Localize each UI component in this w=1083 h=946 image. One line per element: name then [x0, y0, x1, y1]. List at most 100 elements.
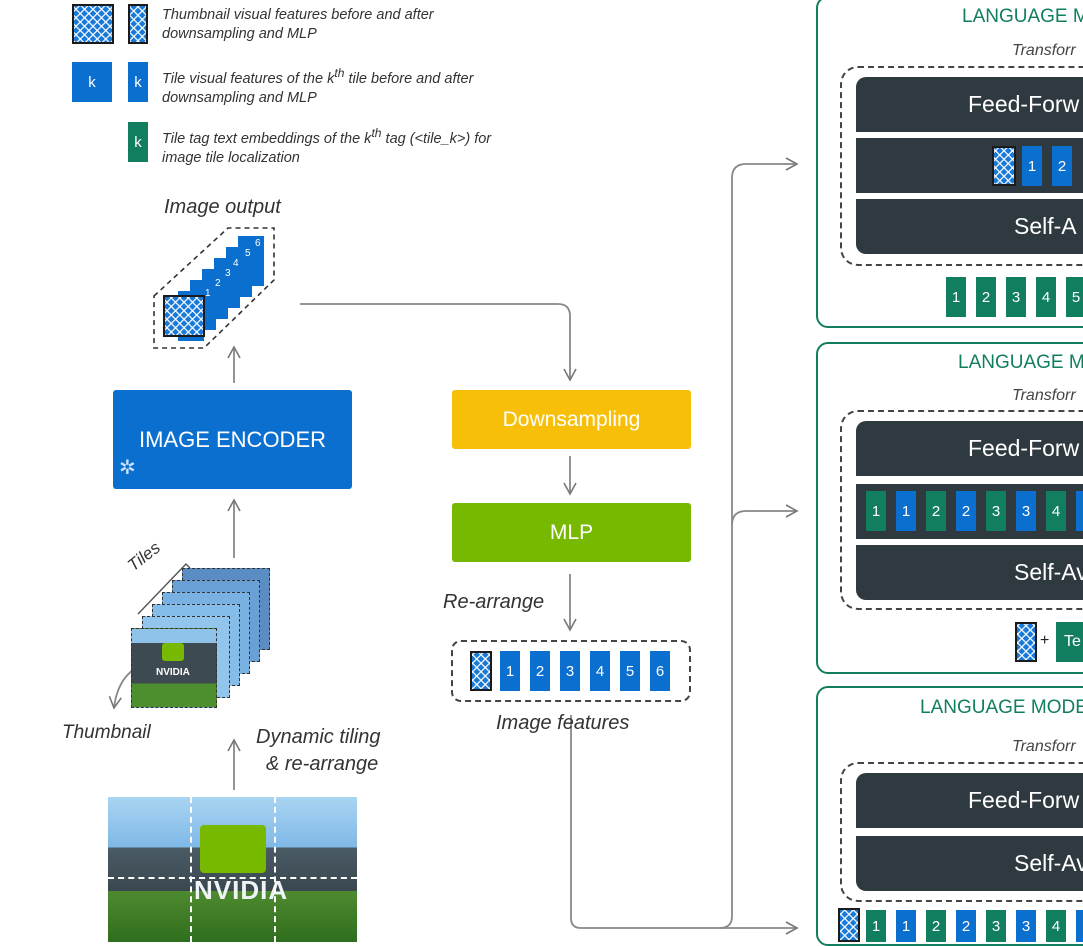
panel-1-bottom-token-4: 4: [1036, 277, 1056, 317]
legend-tile-small-icon: k: [128, 62, 148, 102]
feature-token-4: 4: [590, 651, 610, 691]
panel-1-token-row: [856, 138, 1083, 193]
legend-tile-text: Tile visual features of the kth tile bef…: [162, 66, 474, 106]
thumbnail-tile: NVIDIA: [131, 628, 217, 708]
snowflake-frozen-icon: ✲: [119, 457, 136, 479]
image-output-label: Image output: [164, 196, 281, 218]
legend-tile-large-icon: k: [72, 62, 112, 102]
panel-2-mid-token-6: 3: [1016, 491, 1036, 531]
panel-2-ffn-block: Feed-Forw: [856, 421, 1083, 476]
panel-3-bottom-token-6: 3: [1016, 910, 1036, 942]
panel-1-attn-block: Self-A: [856, 199, 1083, 254]
source-photo: NVIDIA: [108, 797, 357, 942]
panel-2-ffn-label: Feed-Forw: [968, 435, 1080, 461]
legend-thumbnail-small-icon: [128, 4, 148, 44]
panel-3-bottom-token-3: 2: [926, 910, 946, 942]
downsampling-block: Downsampling: [452, 390, 691, 449]
panel-3-bottom-token-7: 4: [1046, 910, 1066, 942]
feature-token-2: 2: [530, 651, 550, 691]
downsampling-label: Downsampling: [502, 407, 641, 431]
panel-2-plus: +: [1040, 632, 1050, 649]
panel-2-mid-token-4: 2: [956, 491, 976, 531]
dynamic-tiling-line2: & re-arrange: [266, 753, 379, 775]
panel-2-thumbnail-token: [1015, 622, 1037, 662]
legend-thumbnail-large-icon: [72, 4, 114, 44]
feature-token-5: 5: [620, 651, 640, 691]
panel-1-bottom-token-2: 2: [976, 277, 996, 317]
panel-2-mid-token-5: 3: [986, 491, 1006, 531]
panel-1-ffn-block: Feed-Forw: [856, 77, 1083, 132]
panel-2-attn-block: Self-Av: [856, 545, 1083, 600]
image-encoder-block: IMAGE ENCODER: [113, 390, 352, 489]
stack-num-4: 4: [233, 258, 239, 269]
stack-num-2: 2: [215, 278, 221, 289]
thumbnail-nvidia-text: NVIDIA: [156, 667, 190, 678]
photo-grid-col-2: [192, 797, 276, 942]
panel-2-mid-token-3: 2: [926, 491, 946, 531]
panel-1-bottom-token-5: 5: [1066, 277, 1083, 317]
panel-2-mid-token-clipped: [1076, 491, 1083, 531]
panel-3-ffn-block: Feed-Forw: [856, 773, 1083, 828]
rearrange-label: Re-arrange: [443, 591, 545, 613]
feature-token-1: 1: [500, 651, 520, 691]
panel-2-mid-token-1: 1: [866, 491, 886, 531]
stack-num-3: 3: [225, 268, 231, 279]
legend-tag-text: Tile tag text embeddings of the kth tag …: [162, 126, 492, 166]
panel-2-mid-token-7: 4: [1046, 491, 1066, 531]
panel-1-ffn-label: Feed-Forw: [968, 91, 1080, 117]
panel-3-transformer-label: Transforr: [1012, 738, 1076, 755]
panel-1-mid-token-2: 2: [1052, 146, 1072, 186]
panel-3-transformer-box: [840, 762, 1083, 902]
mlp-block: MLP: [452, 503, 691, 562]
panel-3-bottom-token-5: 3: [986, 910, 1006, 942]
stack-num-1: 1: [205, 288, 211, 299]
panel-2-transformer-label: Transforr: [1012, 387, 1076, 404]
panel-3-bottom-token-4: 2: [956, 910, 976, 942]
panel-1-attn-label: Self-A: [1014, 213, 1077, 239]
photo-grid-row: [108, 877, 357, 879]
arrow-features-to-panel-2: [731, 504, 799, 526]
features-thumbnail-token: [470, 651, 492, 691]
panel-3-attn-block: Self-Av: [856, 836, 1083, 891]
photo-grid-col-1: [108, 797, 192, 942]
panel-3-attn-label: Self-Av: [1014, 850, 1083, 876]
image-features-label: Image features: [496, 712, 630, 734]
photo-nvidia-text: NVIDIA: [194, 875, 289, 905]
panel-1-bottom-token-1: 1: [946, 277, 966, 317]
panel-1-mid-token-1: 1: [1022, 146, 1042, 186]
stack-num-6: 6: [255, 238, 261, 249]
thumbnail-label: Thumbnail: [62, 722, 151, 743]
feature-token-3: 3: [560, 651, 580, 691]
stack-num-5: 5: [245, 248, 251, 259]
panel-2-mid-token-2: 1: [896, 491, 916, 531]
panel-1-thumbnail-token: [992, 146, 1016, 186]
panel-3-bottom-token-2: 1: [896, 910, 916, 942]
arrow-output-to-downsampling: [300, 303, 577, 382]
legend-tag-icon: k: [128, 122, 148, 162]
panel-3-ffn-label: Feed-Forw: [968, 787, 1080, 813]
image-output-thumbnail-icon: [163, 295, 205, 337]
panel-3-bottom-token-clipped: [1076, 910, 1083, 942]
image-encoder-label: IMAGE ENCODER: [138, 426, 327, 452]
arrow-features-to-panel-1: [570, 157, 799, 929]
photo-nvidia-logo-icon: [200, 825, 266, 873]
legend-thumbnail-text: Thumbnail visual features before and aft…: [162, 7, 434, 42]
panel-1-transformer-box: [840, 66, 1083, 266]
mlp-label: MLP: [549, 520, 594, 544]
feature-token-6: 6: [650, 651, 670, 691]
panel-2-transformer-box: [840, 410, 1083, 610]
panel-3-title: LANGUAGE MODE: [920, 697, 1083, 718]
panel-2-text-token: Te: [1056, 622, 1083, 662]
panel-2-attn-label: Self-Av: [1014, 559, 1083, 585]
image-features-box: [451, 640, 691, 702]
panel-3-thumbnail-token: [838, 908, 860, 942]
panel-1-bottom-token-3: 3: [1006, 277, 1026, 317]
nvidia-logo-icon: [162, 643, 184, 661]
panel-2-title: LANGUAGE M: [958, 352, 1083, 373]
panel-3-bottom-token-1: 1: [866, 910, 886, 942]
panel-1-transformer-label: Transforr: [1012, 42, 1076, 59]
dynamic-tiling-line1: Dynamic tiling: [256, 726, 381, 748]
panel-1-title: LANGUAGE M: [962, 6, 1083, 27]
